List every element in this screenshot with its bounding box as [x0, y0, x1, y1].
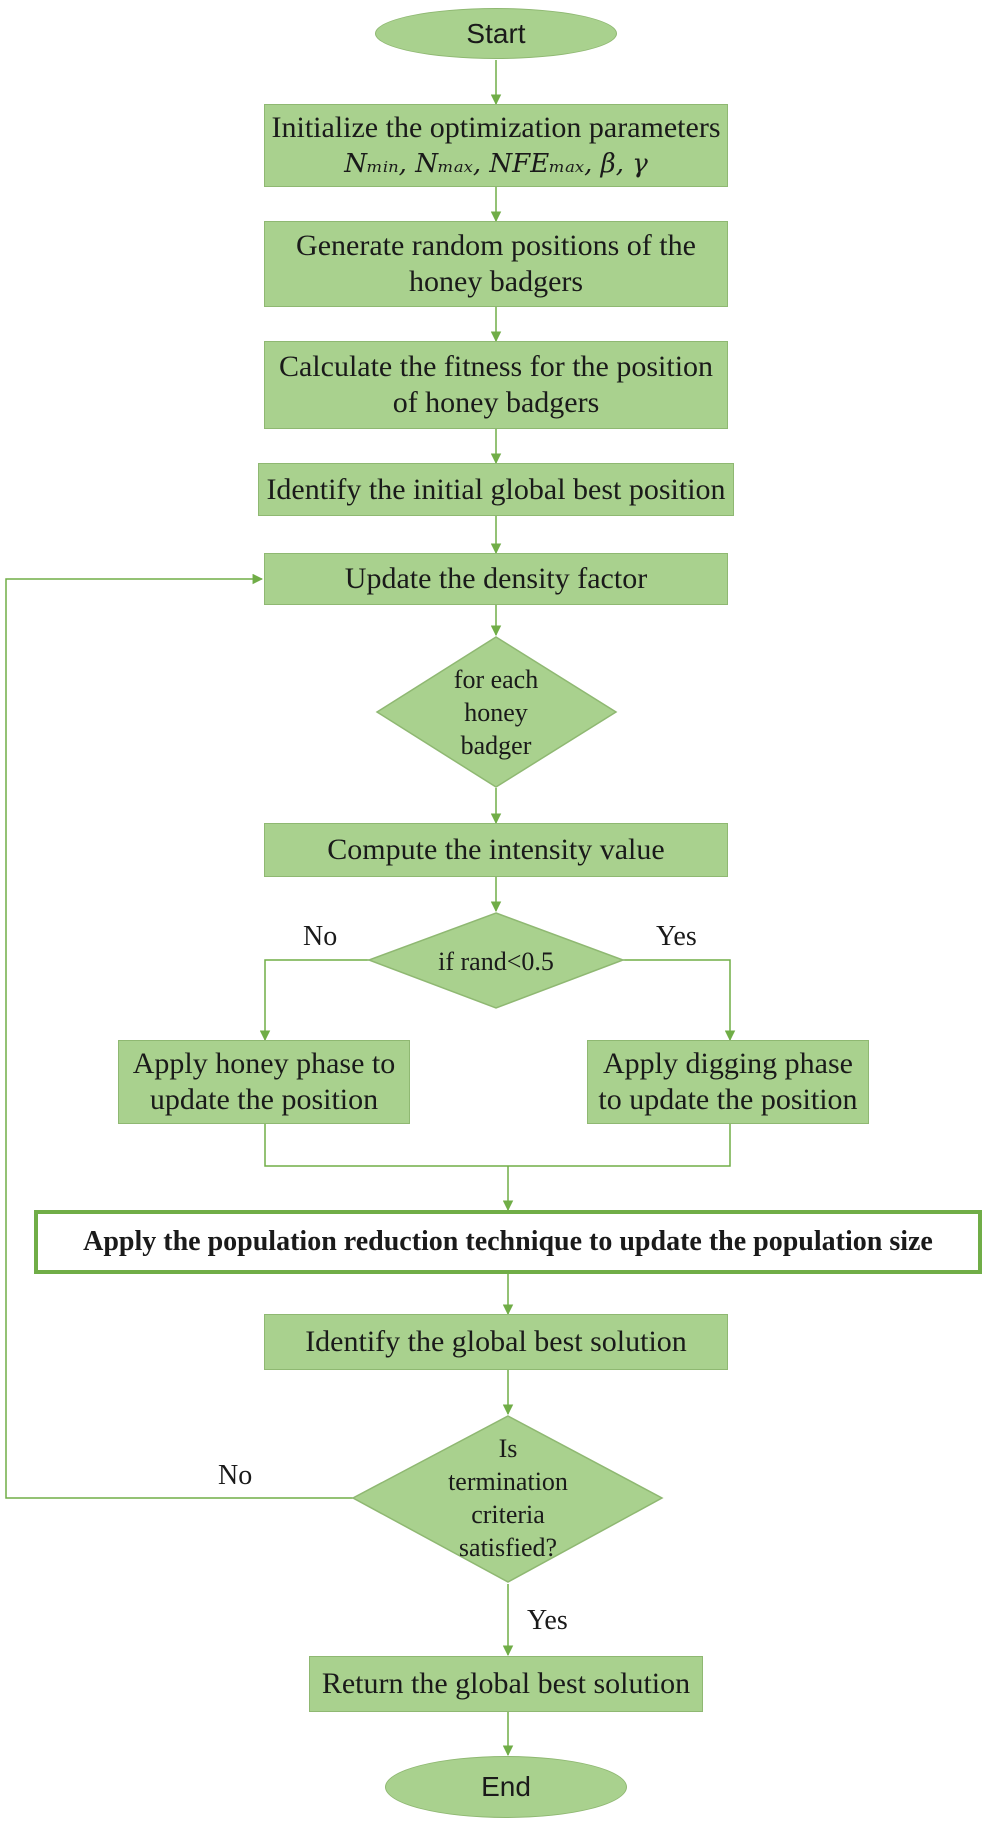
arrow-termination-no — [5, 573, 353, 1499]
arrow-rand-yes — [623, 959, 736, 1042]
termination-yes-label: Yes — [527, 1605, 568, 1636]
identify-global-best-box: Identify the global best solution — [264, 1314, 728, 1370]
start-terminal: Start — [375, 8, 617, 59]
init-params-box: Initialize the optimization parameters N… — [264, 104, 728, 187]
population-reduction-box: Apply the population reduction technique… — [34, 1210, 982, 1274]
identify-global-label: Identify the global best solution — [305, 1325, 687, 1358]
generate-label: Generate random positions of the honey b… — [296, 229, 696, 298]
rand-yes-label: Yes — [656, 921, 697, 952]
honey-phase-box: Apply honey phase to update the position — [118, 1040, 410, 1124]
termination-no-label: No — [218, 1460, 253, 1491]
honey-phase-label: Apply honey phase to update the position — [132, 1047, 396, 1116]
start-label: Start — [466, 17, 526, 49]
density-label: Update the density factor — [344, 562, 648, 595]
arrow-rand-no — [259, 959, 369, 1042]
compute-intensity-box: Compute the intensity value — [264, 823, 728, 877]
identify-initial-label: Identify the initial global best positio… — [266, 472, 726, 506]
digging-phase-box: Apply digging phase to update the positi… — [587, 1040, 869, 1124]
init-params: Nₘᵢₙ, Nₘₐₓ, NFEₘₐₓ, β, γ — [344, 148, 648, 179]
return-label: Return the global best solution — [321, 1667, 691, 1700]
termination-diamond — [351, 1415, 664, 1583]
loop-label: for each honey badger — [453, 664, 539, 760]
fitness-label: Calculate the fitness for the position o… — [278, 350, 714, 419]
init-title: Initialize the optimization parameters — [271, 110, 721, 144]
merge-lines — [264, 1124, 731, 1167]
end-terminal: End — [385, 1756, 627, 1818]
population-label: Apply the population reduction technique… — [83, 1226, 933, 1257]
identify-initial-best-box: Identify the initial global best positio… — [258, 463, 734, 516]
termination-label: Is termination criteria satisfied? — [448, 1434, 568, 1562]
digging-phase-label: Apply digging phase to update the positi… — [598, 1047, 858, 1116]
update-density-box: Update the density factor — [264, 553, 728, 605]
rand-no-label: No — [303, 921, 338, 952]
return-best-box: Return the global best solution — [309, 1656, 703, 1712]
loop-diamond — [375, 636, 618, 788]
intensity-label: Compute the intensity value — [327, 833, 665, 866]
generate-positions-box: Generate random positions of the honey b… — [264, 221, 728, 307]
calculate-fitness-box: Calculate the fitness for the position o… — [264, 341, 728, 429]
rand-label: if rand<0.5 — [438, 946, 554, 976]
end-label: End — [481, 1771, 531, 1802]
rand-diamond — [366, 912, 626, 1009]
